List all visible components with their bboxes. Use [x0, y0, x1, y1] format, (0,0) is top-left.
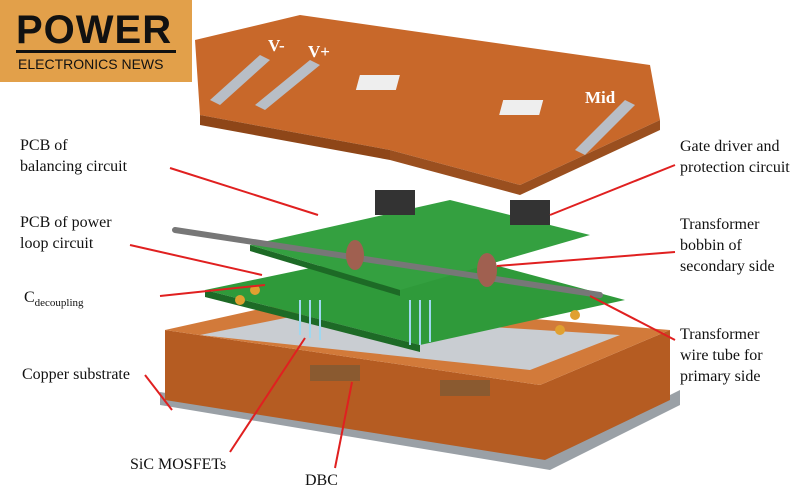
label-sub: decoupling: [34, 297, 84, 310]
label-line: protection circuit: [680, 159, 790, 176]
terminal-v-minus: V-: [268, 36, 285, 55]
label-main: C: [24, 289, 35, 306]
terminal-v-plus: V+: [308, 42, 330, 61]
label-sic-mosfets: SiC MOSFETs: [130, 456, 227, 473]
label-pcb-power-loop: PCB of power loop circuit: [20, 212, 112, 254]
pcb-balancing: [250, 190, 590, 296]
label-line: wire tube for: [680, 347, 763, 364]
leader-lines: [129, 164, 676, 469]
label-line: bobbin of: [680, 237, 742, 254]
label-copper-substrate: Copper substrate: [22, 366, 130, 383]
power-electronics-news-logo: POWER ELECTRONICS NEWS: [0, 0, 192, 82]
label-line: primary side: [680, 368, 761, 385]
label-transformer-wire-tube: Transformer wire tube for primary side: [680, 324, 763, 387]
label-line: loop circuit: [20, 235, 94, 252]
label-c-decoupling: Cdecoupling: [24, 287, 84, 314]
pcb-power-loop: [205, 245, 625, 352]
label-line: PCB of power: [20, 214, 112, 231]
label-line: Gate driver and: [680, 138, 780, 155]
label-line: balancing circuit: [20, 158, 128, 175]
label-line: secondary side: [680, 258, 775, 275]
label-gate-driver: Gate driver and protection circuit: [680, 136, 790, 178]
logo-subtitle: ELECTRONICS NEWS: [18, 56, 164, 72]
top-cover: [195, 15, 660, 195]
label-line: Transformer: [680, 326, 760, 343]
label-transformer-bobbin: Transformer bobbin of secondary side: [680, 214, 775, 277]
bobbin-2: [477, 253, 497, 287]
logo-divider: [16, 50, 176, 53]
label-pcb-balancing: PCB of balancing circuit: [20, 135, 127, 177]
transformer-wire-tube: [172, 227, 603, 298]
bobbin-1: [346, 240, 364, 270]
terminal-mid: Mid: [585, 88, 616, 107]
label-line: Transformer: [680, 216, 760, 233]
label-line: PCB of: [20, 137, 68, 154]
logo-title: POWER: [16, 8, 173, 52]
label-dbc: DBC: [305, 472, 338, 489]
